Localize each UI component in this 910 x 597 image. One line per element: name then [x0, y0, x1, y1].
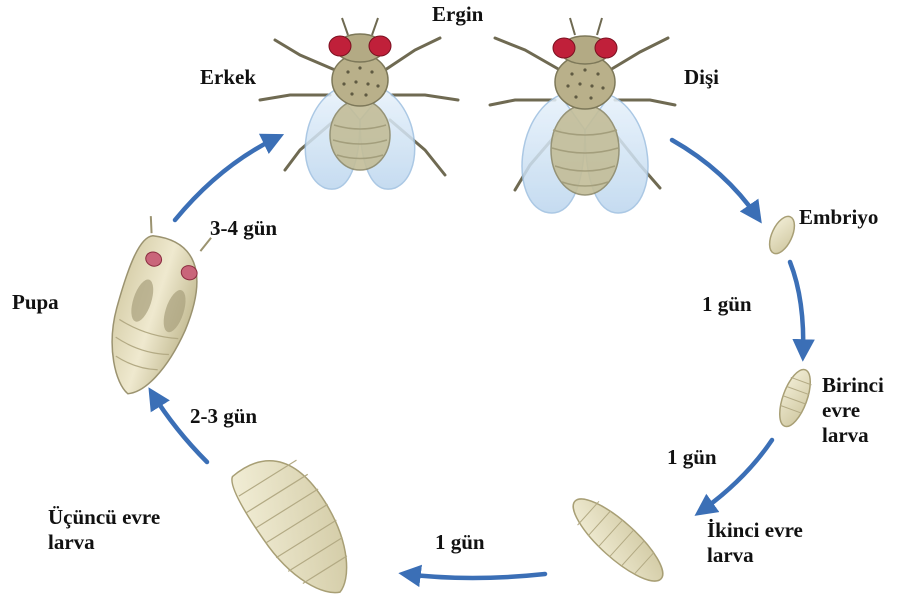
male-label: Erkek: [200, 65, 256, 90]
second-instar-larva-illustration: [563, 488, 673, 592]
embryo-label: Embriyo: [799, 205, 878, 230]
third-larva-label-line: Üçüncü evre: [48, 505, 160, 530]
third-instar-larva-illustration: [225, 441, 370, 597]
second-larva-label-line: larva: [707, 543, 803, 568]
pupa-illustration: [92, 215, 216, 405]
arrow-second-to-third-larva: [405, 574, 545, 578]
female-label: Dişi: [684, 65, 719, 90]
male-fly-illustration: [260, 18, 458, 189]
female-fly-illustration: [490, 18, 675, 213]
arrow-embryo-to-first-larva: [790, 262, 803, 355]
title-label: Ergin: [432, 2, 483, 27]
first-larva-label-line: larva: [822, 423, 884, 448]
first-larva-label-line: evre: [822, 398, 884, 423]
pupa-label: Pupa: [12, 290, 59, 315]
second-larva-label-line: İkinci evre: [707, 518, 803, 543]
arrow-adult-to-embryo: [672, 140, 758, 218]
first-instar-larva-illustration: [773, 366, 816, 431]
duration-pupa-to-adult: 3-4 gün: [210, 216, 277, 241]
duration-embryo-to-first: 1 gün: [702, 292, 752, 317]
duration-second-to-third: 1 gün: [435, 530, 485, 555]
first-larva-label: Birinci evre larva: [822, 373, 884, 448]
third-larva-label: Üçüncü evre larva: [48, 505, 160, 555]
embryo-illustration: [764, 213, 799, 258]
first-larva-label-line: Birinci: [822, 373, 884, 398]
arrow-pupa-to-adult: [175, 137, 278, 220]
duration-third-to-pupa: 2-3 gün: [190, 404, 257, 429]
duration-first-to-second: 1 gün: [667, 445, 717, 470]
second-larva-label: İkinci evre larva: [707, 518, 803, 568]
third-larva-label-line: larva: [48, 530, 160, 555]
